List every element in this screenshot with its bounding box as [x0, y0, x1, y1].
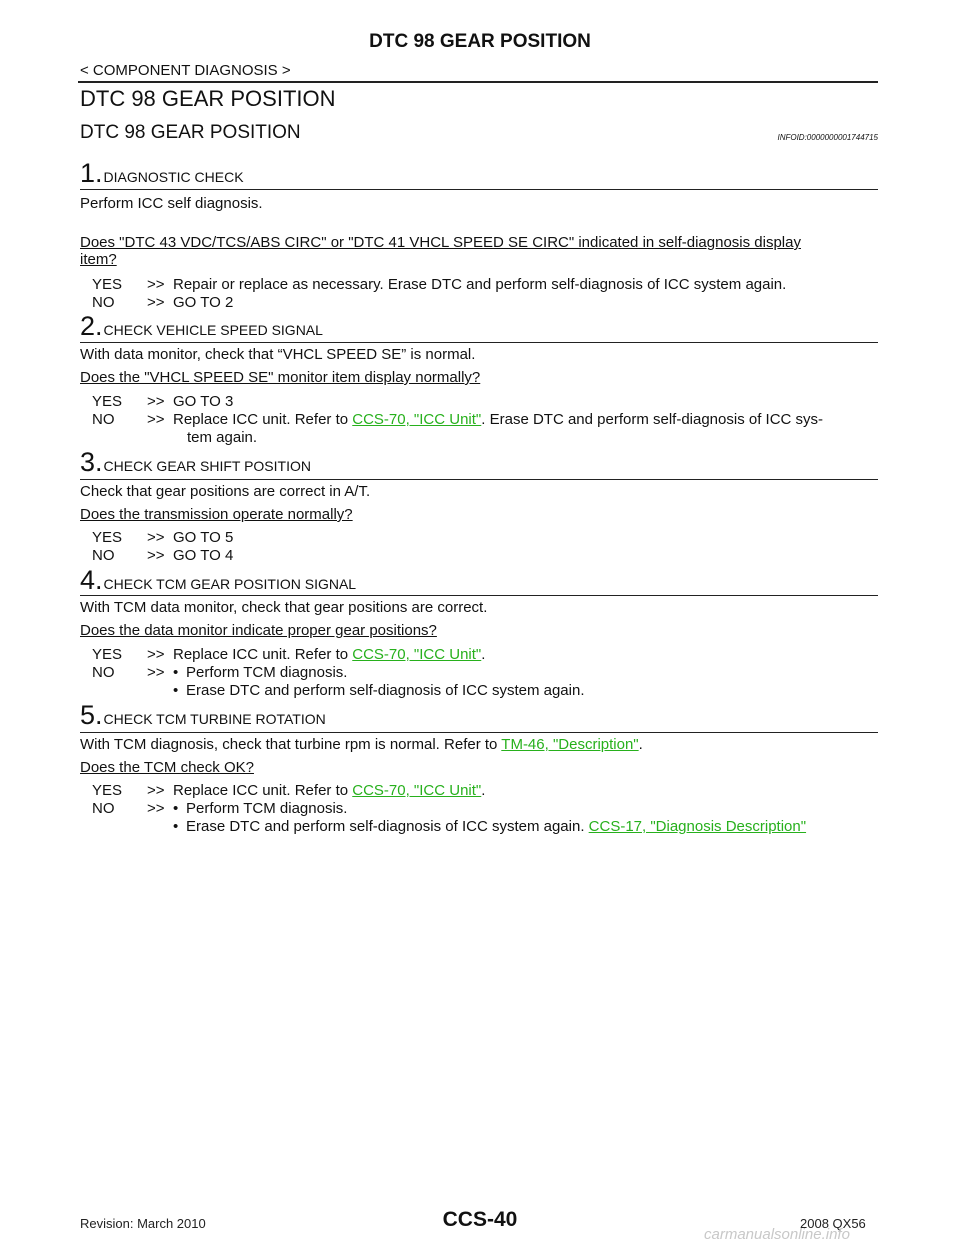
step-question-cont: item?: [80, 251, 117, 268]
step-4-heading: 4.CHECK TCM GEAR POSITION SIGNAL: [80, 565, 356, 595]
step-question: Does the transmission operate normally?: [80, 506, 353, 523]
yes-label: YES: [92, 276, 123, 293]
no-label: NO: [92, 664, 115, 681]
page-header-title: DTC 98 GEAR POSITION: [369, 31, 591, 52]
arrow: >>: [147, 800, 165, 817]
step-instruction: With data monitor, check that “VHCL SPEE…: [80, 346, 476, 363]
step-title: CHECK TCM GEAR POSITION SIGNAL: [103, 576, 357, 592]
ref-link-ccs-70[interactable]: CCS-70, "ICC Unit": [352, 782, 482, 799]
yes-text: Repair or replace as necessary. Erase DT…: [173, 276, 787, 293]
step-5-heading: 5.CHECK TCM TURBINE ROTATION: [80, 700, 326, 730]
bullet-icon: •: [173, 682, 179, 699]
no-bullet-1: Perform TCM diagnosis.: [186, 800, 348, 817]
revision-date: Revision: March 2010: [80, 1216, 206, 1231]
no-label: NO: [92, 800, 115, 817]
step-title: CHECK TCM TURBINE ROTATION: [103, 711, 326, 727]
step-2-heading: 2.CHECK VEHICLE SPEED SIGNAL: [80, 311, 323, 341]
step-instruction: With TCM data monitor, check that gear p…: [80, 599, 488, 616]
arrow: >>: [147, 411, 165, 428]
step-divider: [80, 595, 878, 596]
yes-text: Replace ICC unit. Refer to CCS-70, "ICC …: [173, 646, 485, 664]
no-text: Replace ICC unit. Refer to CCS-70, "ICC …: [173, 411, 823, 429]
breadcrumb: < COMPONENT DIAGNOSIS >: [80, 62, 291, 79]
section-title: DTC 98 GEAR POSITION: [80, 86, 336, 111]
step-question: Does the data monitor indicate proper ge…: [80, 622, 437, 639]
step-instruction: Check that gear positions are correct in…: [80, 483, 371, 500]
yes-label: YES: [92, 393, 123, 410]
header-divider: [78, 81, 878, 83]
no-text-post: . Erase DTC and perform self-diagnosis o…: [481, 411, 824, 428]
step-title: CHECK VEHICLE SPEED SIGNAL: [103, 322, 323, 338]
no-bullet-2-text: Erase DTC and perform self-diagnosis of …: [186, 818, 589, 835]
yes-label: YES: [92, 782, 123, 799]
step-number: 4.: [80, 565, 103, 595]
step-number: 2.: [80, 311, 103, 341]
no-text-cont: tem again.: [187, 429, 258, 446]
yes-text-post: .: [481, 782, 486, 799]
arrow: >>: [147, 646, 165, 663]
no-bullet-2: Erase DTC and perform self-diagnosis of …: [186, 682, 585, 699]
no-label: NO: [92, 294, 115, 311]
yes-text: Replace ICC unit. Refer to CCS-70, "ICC …: [173, 782, 485, 800]
arrow: >>: [147, 529, 165, 546]
arrow: >>: [147, 276, 165, 293]
step-question: Does the TCM check OK?: [80, 759, 254, 776]
no-text-pre: Replace ICC unit. Refer to: [173, 411, 353, 428]
step-divider: [80, 479, 878, 480]
no-bullet-1: Perform TCM diagnosis.: [186, 664, 348, 681]
no-label: NO: [92, 411, 115, 428]
step-title: DIAGNOSTIC CHECK: [103, 169, 244, 185]
bullet-icon: •: [173, 800, 179, 817]
yes-text-pre: Replace ICC unit. Refer to: [173, 646, 353, 663]
ref-link-ccs-70[interactable]: CCS-70, "ICC Unit": [352, 646, 482, 663]
watermark: carmanualsonline.info: [704, 1226, 850, 1243]
ref-link-ccs-70[interactable]: CCS-70, "ICC Unit": [352, 411, 482, 428]
yes-text-post: .: [481, 646, 486, 663]
yes-text: GO TO 3: [173, 393, 234, 410]
step-number: 5.: [80, 700, 103, 730]
step-divider: [80, 342, 878, 343]
yes-label: YES: [92, 529, 123, 546]
step-number: 1.: [80, 158, 103, 188]
bullet-icon: •: [173, 818, 179, 835]
arrow: >>: [147, 782, 165, 799]
arrow: >>: [147, 664, 165, 681]
step-1-heading: 1.DIAGNOSTIC CHECK: [80, 158, 244, 188]
section-subtitle: DTC 98 GEAR POSITION: [80, 122, 301, 143]
step-question: Does the "VHCL SPEED SE" monitor item di…: [80, 369, 481, 386]
info-id: INFOID:0000000001744715: [777, 133, 878, 142]
page-number: CCS-40: [442, 1208, 518, 1231]
ref-link-ccs-17[interactable]: CCS-17, "Diagnosis Description": [588, 818, 807, 835]
step-divider: [80, 732, 878, 733]
no-label: NO: [92, 547, 115, 564]
step-instruction: With TCM diagnosis, check that turbine r…: [80, 736, 643, 754]
arrow: >>: [147, 547, 165, 564]
ref-link-tm-46[interactable]: TM-46, "Description": [501, 736, 639, 753]
step-instruction: Perform ICC self diagnosis.: [80, 195, 263, 212]
step-divider: [80, 189, 878, 190]
arrow: >>: [147, 294, 165, 311]
no-text: GO TO 2: [173, 294, 234, 311]
arrow: >>: [147, 393, 165, 410]
step-3-heading: 3.CHECK GEAR SHIFT POSITION: [80, 447, 311, 477]
instruction-post: .: [638, 736, 643, 753]
step-question: Does "DTC 43 VDC/TCS/ABS CIRC" or "DTC 4…: [80, 234, 801, 251]
step-number: 3.: [80, 447, 103, 477]
bullet-icon: •: [173, 664, 179, 681]
model-year: 2008 QX56: [800, 1216, 866, 1231]
yes-text-pre: Replace ICC unit. Refer to: [173, 782, 353, 799]
instruction-pre: With TCM diagnosis, check that turbine r…: [80, 736, 502, 753]
no-text: GO TO 4: [173, 547, 234, 564]
yes-text: GO TO 5: [173, 529, 234, 546]
yes-label: YES: [92, 646, 123, 663]
step-title: CHECK GEAR SHIFT POSITION: [103, 458, 311, 474]
no-bullet-2: Erase DTC and perform self-diagnosis of …: [186, 818, 806, 836]
